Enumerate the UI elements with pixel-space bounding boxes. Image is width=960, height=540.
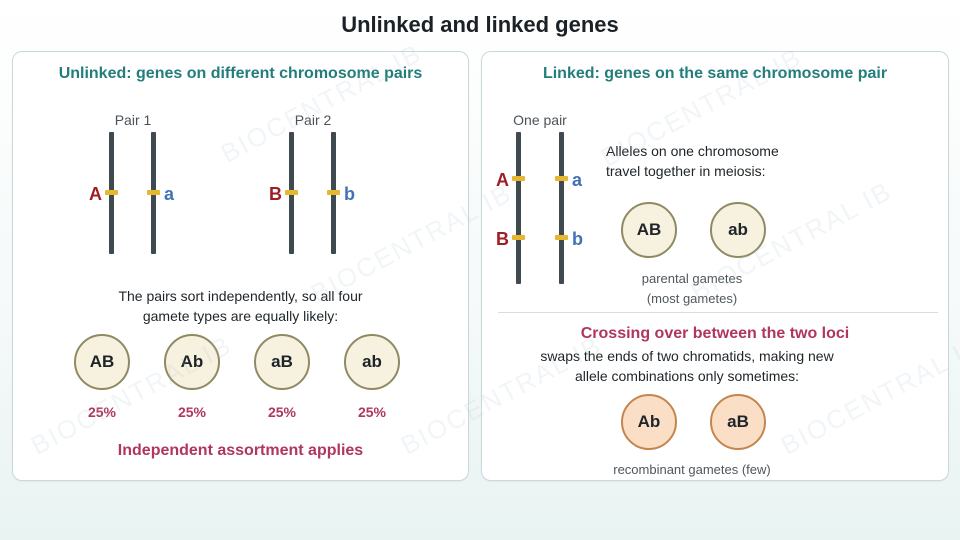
gamete-aB-percent: 25% [267,404,297,420]
pair-1-right-allele: a [164,184,175,204]
parental-caption-line-2: (most gametes) [646,291,738,306]
independent-assortment-conclusion: Independent assortment applies [117,442,364,459]
gamete-AB: AB [74,334,130,390]
crossing-over-heading: Crossing over between the two loci [580,325,850,342]
linked-description-line-1: Alleles on one chromosome [606,143,779,159]
pair-2-left-locus [285,190,298,195]
linked-locus-1-left-allele: A [496,170,509,190]
pair-2-label: Pair 2 [294,112,332,128]
recombinant-gamete-Ab: Ab [621,394,677,450]
gamete-aB: aB [254,334,310,390]
pair-2-right-allele: b [344,184,355,204]
pair-1-left-allele: A [89,184,102,204]
page-title: Unlinked and linked genes [341,12,619,37]
pair-2-right-locus [327,190,340,195]
unlinked-description-line-2: gamete types are equally likely: [142,308,339,324]
gamete-ab: ab [344,334,400,390]
linked-left-chromosome [516,132,521,284]
linked-locus-2-left-allele: B [496,229,509,249]
unlinked-description-line-1: The pairs sort independently, so all fou… [118,288,363,304]
parental-caption-line-1: parental gametes [641,271,743,286]
unlinked-heading: Unlinked: genes on different chromosome … [58,65,423,82]
linked-description: Alleles on one chromosome travel togethe… [606,141,779,181]
pair-1-label: Pair 1 [114,112,152,128]
recombinant-gamete-aB: aB [710,394,766,450]
linked-locus-2-left [512,235,525,240]
crossing-over-description: swaps the ends of two chromatids, making… [482,346,892,386]
unlinked-description: The pairs sort independently, so all fou… [13,286,468,326]
gamete-ab-percent: 25% [357,404,387,420]
linked-right-chromosome [559,132,564,284]
linked-heading: Linked: genes on the same chromosome pai… [542,65,888,82]
gamete-Ab: Ab [164,334,220,390]
gamete-AB-percent: 25% [87,404,117,420]
parental-gamete-ab: ab [710,202,766,258]
parental-caption: parental gametes (most gametes) [592,269,792,309]
crossing-over-line-1: swaps the ends of two chromatids, making… [540,348,834,364]
linked-panel: Linked: genes on the same chromosome pai… [481,51,949,481]
linked-description-line-2: travel together in meiosis: [606,163,766,179]
pair-2-left-allele: B [269,184,282,204]
unlinked-panel: Unlinked: genes on different chromosome … [12,51,469,481]
linked-locus-1-right-allele: a [572,170,583,190]
pair-1-left-locus [105,190,118,195]
crossing-over-line-2: allele combinations only sometimes: [574,368,800,384]
gamete-Ab-percent: 25% [177,404,207,420]
linked-locus-2-right [555,235,568,240]
recombinant-caption: recombinant gametes (few) [613,462,771,477]
one-pair-label: One pair [513,112,567,128]
linked-locus-1-right [555,176,568,181]
section-divider [498,312,938,313]
linked-locus-1-left [512,176,525,181]
pair-1-right-locus [147,190,160,195]
parental-gamete-AB: AB [621,202,677,258]
linked-locus-2-right-allele: b [572,229,583,249]
